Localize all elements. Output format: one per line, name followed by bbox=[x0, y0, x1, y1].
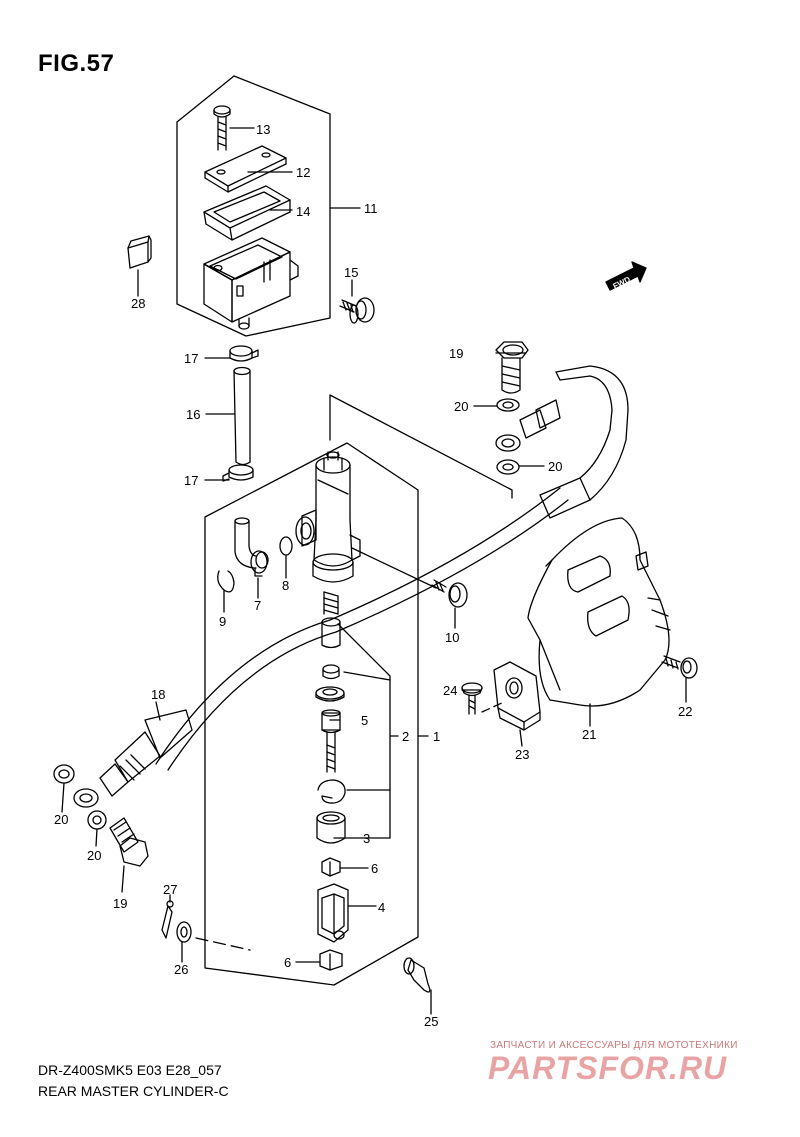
reservoir-hose bbox=[222, 345, 259, 482]
callout-10: 10 bbox=[445, 630, 459, 645]
callout-28: 28 bbox=[131, 296, 145, 311]
washer-upper-b bbox=[496, 459, 520, 475]
callout-21: 21 bbox=[582, 727, 596, 742]
routing-line bbox=[329, 394, 513, 499]
watermark-tagline: ЗАПЧАСТИ И АКСЕССУАРЫ ДЛЯ МОТОТЕХНИКИ bbox=[490, 1040, 738, 1051]
diagram-title: REAR MASTER CYLINDER-C bbox=[38, 1083, 229, 1099]
master-cylinder-frame bbox=[204, 442, 419, 986]
master-cylinder-body bbox=[295, 451, 361, 583]
callout-16: 16 bbox=[186, 407, 200, 422]
nut-lower bbox=[319, 949, 343, 971]
callout-1: 1 bbox=[433, 729, 440, 744]
callout-14: 14 bbox=[296, 204, 310, 219]
callout-13: 13 bbox=[256, 122, 270, 137]
push-rod bbox=[321, 709, 341, 773]
washer-seat bbox=[315, 686, 345, 702]
piston-cup bbox=[321, 617, 341, 649]
reservoir-diaphragm bbox=[203, 185, 291, 241]
leader-lines bbox=[61, 127, 687, 1015]
screw-24 bbox=[461, 682, 483, 715]
reservoir-body bbox=[203, 237, 299, 330]
callout-11: 11 bbox=[364, 201, 378, 216]
secondary-cup bbox=[322, 664, 340, 680]
callout-25: 25 bbox=[424, 1014, 438, 1029]
callout-6-lower: 6 bbox=[284, 955, 291, 970]
reservoir-screw bbox=[339, 297, 375, 324]
callout-6-upper: 6 bbox=[371, 861, 378, 876]
reservoir-group-frame bbox=[176, 75, 331, 337]
callout-20-lower-b: 20 bbox=[87, 848, 101, 863]
model-code: DR-Z400SMK5 E03 E28_057 bbox=[38, 1062, 222, 1078]
bolt-22 bbox=[661, 655, 698, 679]
reservoir-bolt bbox=[213, 105, 231, 151]
callout-3: 3 bbox=[363, 831, 370, 846]
callout-2: 2 bbox=[402, 729, 409, 744]
elbow-joint bbox=[234, 517, 269, 577]
bolt-10 bbox=[431, 579, 468, 608]
washer-upper-a bbox=[496, 398, 520, 412]
watermark-logo: PARTSFOR.RU bbox=[488, 1050, 728, 1086]
callout-5: 5 bbox=[361, 713, 368, 728]
clevis-pin bbox=[403, 957, 431, 993]
callout-19-upper: 19 bbox=[449, 346, 463, 361]
callout-19-lower: 19 bbox=[113, 896, 127, 911]
callout-22: 22 bbox=[678, 704, 692, 719]
callout-17-upper: 17 bbox=[184, 351, 198, 366]
reservoir-plate bbox=[204, 145, 287, 193]
callout-15: 15 bbox=[344, 265, 358, 280]
callout-26: 26 bbox=[174, 962, 188, 977]
nut-upper bbox=[321, 857, 341, 877]
callout-9: 9 bbox=[219, 614, 226, 629]
union-bolt-lower bbox=[109, 817, 149, 867]
fwd-arrow-icon: FWD bbox=[605, 261, 647, 291]
washer-lower-b bbox=[87, 810, 107, 830]
cotter-pin bbox=[161, 900, 174, 939]
callout-8: 8 bbox=[282, 578, 289, 593]
callout-20-lower-a: 20 bbox=[54, 812, 68, 827]
washer-lower-a bbox=[53, 764, 75, 784]
callout-23: 23 bbox=[515, 747, 529, 762]
brake-hose bbox=[73, 365, 629, 808]
circlip-small bbox=[217, 570, 235, 593]
reservoir-cap bbox=[127, 235, 152, 269]
guard-cover bbox=[527, 517, 671, 707]
callout-4: 4 bbox=[378, 900, 385, 915]
figure-title: FIG.57 bbox=[38, 50, 115, 77]
boot bbox=[316, 811, 346, 844]
callout-24: 24 bbox=[443, 683, 457, 698]
callout-12: 12 bbox=[296, 165, 310, 180]
callout-20-upper-a: 20 bbox=[454, 399, 468, 414]
union-bolt-upper bbox=[495, 341, 529, 394]
callout-17-lower: 17 bbox=[184, 473, 198, 488]
bracket bbox=[493, 661, 541, 731]
washer-pin bbox=[176, 921, 192, 943]
pin-axis-line bbox=[195, 937, 251, 951]
bracket-axis-line bbox=[481, 701, 505, 713]
spring bbox=[323, 591, 339, 615]
o-ring bbox=[279, 536, 293, 556]
callout-20-upper-b: 20 bbox=[548, 459, 562, 474]
callout-labels: 1 2 3 4 5 6 6 7 8 9 10 11 12 13 14 15 16… bbox=[54, 122, 692, 1029]
callout-7: 7 bbox=[254, 598, 261, 613]
circlip-large bbox=[317, 779, 346, 804]
callout-18: 18 bbox=[151, 687, 165, 702]
callout-27: 27 bbox=[163, 882, 177, 897]
clevis bbox=[317, 883, 349, 943]
